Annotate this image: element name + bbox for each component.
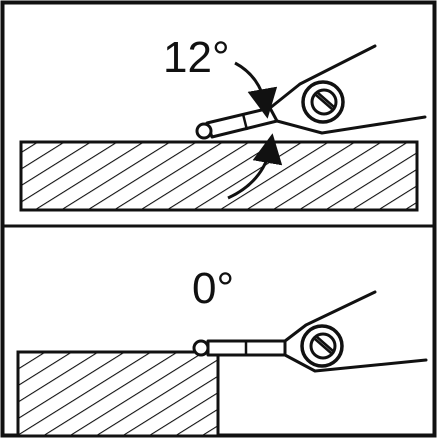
workpiece-surface-bottom — [16, 350, 220, 438]
angle-arrow-lower-icon — [227, 133, 283, 200]
angle-label-bottom: 0° — [192, 264, 234, 313]
angle-label-top: 12° — [163, 33, 230, 82]
pivot-screw-icon-bottom — [300, 324, 344, 368]
stylus-ball-icon — [192, 339, 210, 357]
pivot-screw-icon-top — [301, 80, 345, 124]
stylus-bottom — [192, 323, 316, 373]
workpiece-surface-top — [19, 140, 419, 212]
stylus-ball-icon — [195, 122, 213, 140]
indicator-arm-top — [298, 44, 427, 135]
indicator-arm-bottom — [304, 290, 428, 373]
panel-top: 12° — [19, 33, 427, 212]
angle-arrow-upper-icon — [234, 61, 278, 119]
panel-bottom: 0° — [16, 264, 428, 438]
